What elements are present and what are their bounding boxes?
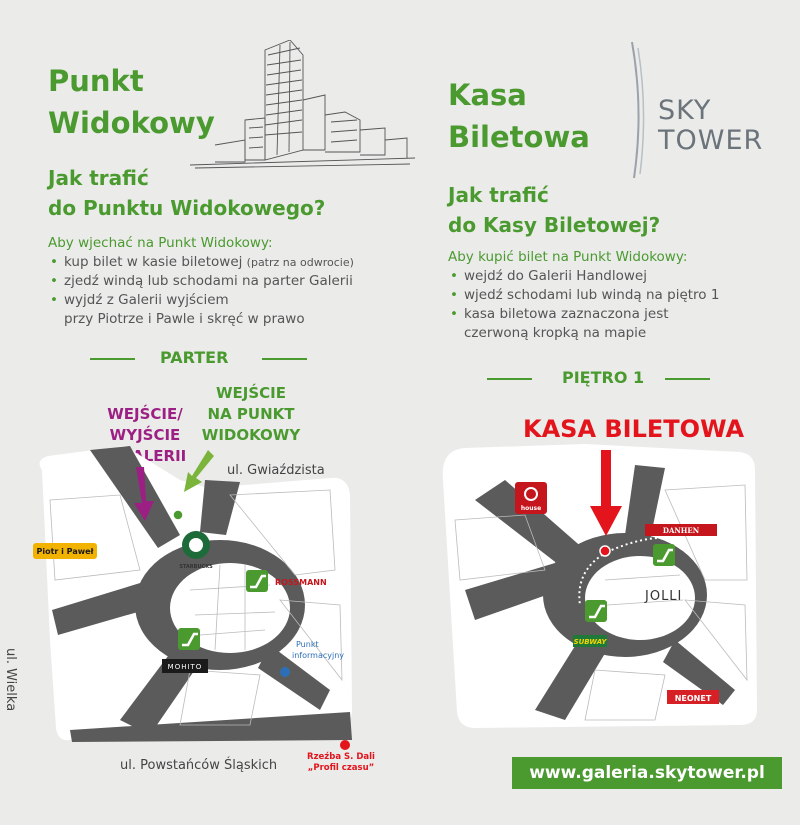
skyline-sketch-icon [189, 40, 416, 169]
right-section-title: PIĘTRO 1 [562, 368, 645, 387]
info-line2: informacyjny [292, 651, 344, 660]
street-gwiazdzista: ul. Gwiaździsta [227, 463, 325, 478]
pietro-escalator-2 [585, 600, 607, 622]
left-section-title: PARTER [160, 348, 229, 367]
left-title: Punkt Widokowy [48, 60, 215, 144]
skytower-logo-line1: SKY [658, 95, 712, 126]
right-step-2: wjedź schodami lub windą na piętro 1 [448, 286, 778, 305]
pietro-map-building-outlines [454, 484, 748, 721]
right-step-1-text: wejdź do Galerii Handlowej [464, 268, 647, 284]
label-entry-line1: WEJŚCIE [215, 384, 286, 402]
store-jolli: JOLLI [644, 589, 682, 604]
store-danhen: DANHEN [663, 526, 700, 535]
left-step-3-text: wyjdź z Galerii wyjściem [64, 292, 229, 308]
left-step-2: zjedź windą lub schodami na parter Galer… [48, 272, 378, 291]
store-house-badge [515, 482, 547, 514]
label-exit-line2: WYJŚCIE [109, 426, 181, 444]
pietro-escalator-1 [653, 544, 675, 566]
store-neonet: NEONET [675, 694, 712, 703]
street-powstancow: ul. Powstańców Śląskich [120, 758, 278, 773]
right-step-3: kasa biletowa zaznaczona jest czerwoną kr… [448, 305, 778, 343]
skytower-logo-line2: TOWER [658, 125, 764, 156]
left-question: Jak trafić do Punktu Widokowego? [48, 163, 325, 223]
right-question: Jak trafić do Kasy Biletowej? [448, 180, 660, 240]
right-section-rule-right [665, 378, 710, 380]
store-danhen-badge [645, 524, 717, 536]
exit-arrow-icon [134, 467, 154, 521]
left-question-line2: do Punktu Widokowego? [48, 196, 326, 220]
store-piotr: Piotr i Paweł [36, 547, 94, 556]
store-house: house [521, 505, 541, 512]
info-line1: Punkt [296, 640, 319, 649]
left-question-line1: Jak trafić [48, 166, 149, 190]
label-exit-line1: WEJŚCIE/ [107, 405, 183, 423]
store-subway-badge [573, 635, 607, 647]
left-title-line1: Punkt [48, 64, 144, 98]
parter-escalator-1 [246, 570, 268, 592]
pietro-map: house DANHEN JOLLI SUBWAY NEONET [442, 444, 757, 728]
right-step-3-text2: czerwoną kropką na mapie [464, 325, 647, 341]
right-step-1: wejdź do Galerii Handlowej [448, 267, 778, 286]
info-point-icon [280, 667, 290, 677]
website-url[interactable]: www.galeria.skytower.pl [512, 757, 782, 789]
left-section-rule-right [262, 358, 307, 360]
sculpture-point-icon [340, 740, 350, 750]
pietro-map-plaza [585, 556, 695, 640]
store-mohito-badge [162, 659, 208, 673]
left-intro: Aby wjechać na Punkt Widokowy: [48, 235, 273, 251]
parter-escalator-2 [178, 628, 200, 650]
right-step-3-text: kasa biletowa zaznaczona jest [464, 306, 669, 322]
right-step-2-text: wjedź schodami lub windą na piętro 1 [464, 287, 720, 303]
right-title-line1: Kasa [448, 78, 527, 112]
sculpture-label: Rzeźba S. Dali „Profil czasu” [306, 752, 376, 774]
store-starbucks: STARBUCKS [179, 564, 213, 570]
sculpture-line1: Rzeźba S. Dali [307, 752, 375, 762]
label-entry: WEJŚCIE NA PUNKT WIDOKOWY [196, 383, 306, 446]
sculpture-line2: „Profil czasu” [307, 763, 375, 773]
store-neonet-badge [667, 690, 719, 704]
left-section-rule-left [90, 358, 135, 360]
right-section-rule-left [487, 378, 532, 380]
store-subway: SUBWAY [574, 638, 608, 646]
entry-point-dot [172, 509, 184, 521]
kasa-biletowa-label: KASA BILETOWA [523, 415, 745, 443]
left-step-1-note: (patrz na odwrocie) [246, 256, 354, 269]
left-step-1-text: kup bilet w kasie biletowej [64, 254, 243, 270]
parter-map: STARBUCKS ROSSMANN Piotr i Paweł MOHITO … [33, 446, 353, 750]
left-step-2-text: zjedź windą lub schodami na parter Galer… [64, 273, 353, 289]
kasa-arrow-icon [590, 450, 622, 536]
skytower-logo-icon [631, 41, 645, 179]
street-wielka: ul. Wielka [3, 648, 18, 712]
label-entry-line3: WIDOKOWY [201, 426, 301, 444]
right-steps: wejdź do Galerii Handlowej wjedź schodam… [448, 267, 778, 343]
store-rossmann: ROSSMANN [275, 578, 327, 587]
right-title-line2: Biletowa [448, 120, 590, 154]
right-title: Kasa Biletowa [448, 74, 590, 158]
left-title-line2: Widokowy [48, 106, 215, 140]
kasa-biletowa-dot [599, 545, 611, 557]
store-mohito: MOHITO [168, 663, 203, 671]
right-question-line2: do Kasy Biletowej? [448, 213, 661, 237]
right-intro: Aby kupić bilet na Punkt Widokowy: [448, 249, 688, 265]
left-step-3: wyjdź z Galerii wyjściem przy Piotrze i P… [48, 291, 378, 329]
left-step-1: kup bilet w kasie biletowej (patrz na od… [48, 253, 378, 272]
right-question-line1: Jak trafić [448, 183, 549, 207]
left-step-3-text2: przy Piotrze i Pawle i skręć w prawo [64, 311, 305, 327]
skytower-logo-text: SKY TOWER [658, 96, 763, 156]
left-steps: kup bilet w kasie biletowej (patrz na od… [48, 253, 378, 329]
entry-arrow-icon [184, 450, 214, 492]
label-entry-line2: NA PUNKT [207, 405, 295, 423]
store-piotr-badge [33, 543, 97, 559]
